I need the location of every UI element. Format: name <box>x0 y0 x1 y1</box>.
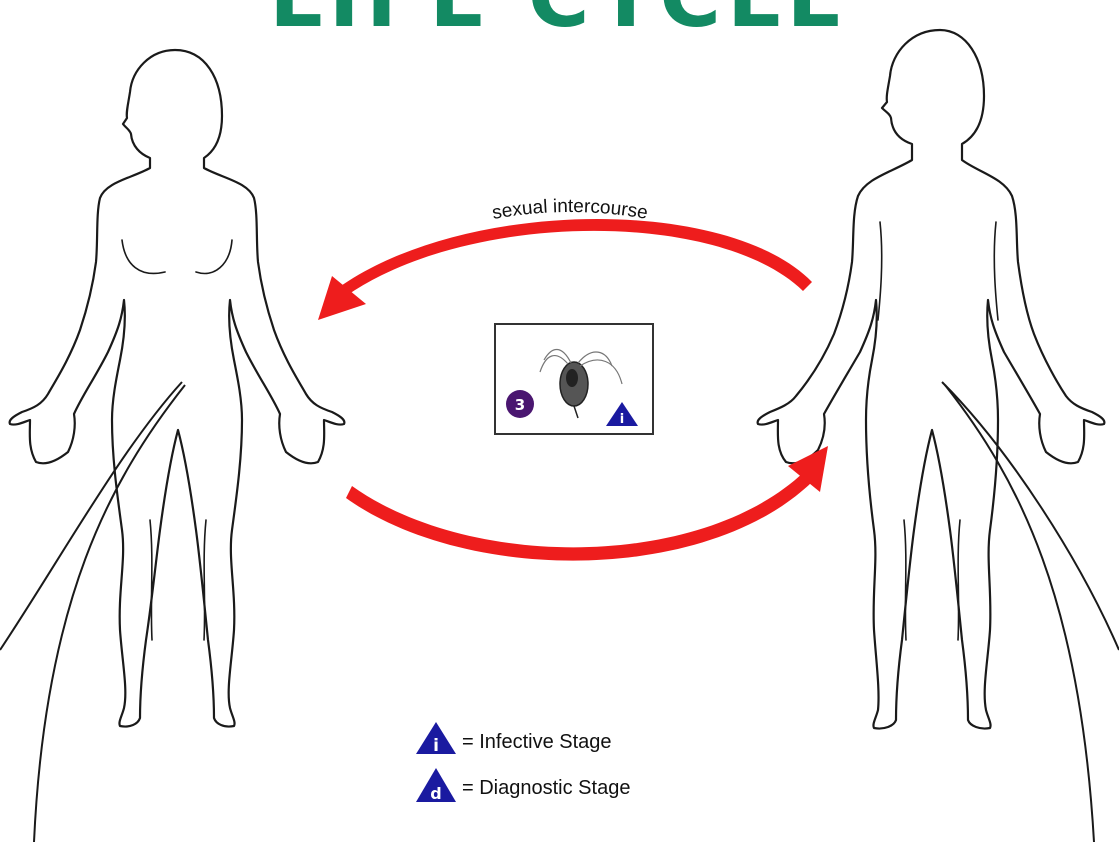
transmission-lines <box>0 382 1119 842</box>
male-chest-line-left <box>878 222 882 320</box>
male-chest-line-right <box>994 222 998 320</box>
legend-diagnostic-text: = Diagnostic Stage <box>462 777 630 799</box>
male-line-inner <box>945 385 1094 842</box>
legend-item-infective: i = Infective Stage <box>416 722 612 756</box>
stage-box: 3 i <box>495 324 653 434</box>
female-breast-line-left <box>122 240 165 273</box>
female-breast-line-right <box>196 240 232 273</box>
legend-infective-letter: i <box>433 736 439 756</box>
female-line-outer <box>0 382 182 650</box>
male-figure-outline <box>758 30 1105 729</box>
legend-item-diagnostic: d = Diagnostic Stage <box>416 768 630 803</box>
infective-stage-marker-letter: i <box>620 412 624 427</box>
legend-diagnostic-letter: d <box>430 784 441 803</box>
arrow-bottom-shaft <box>346 472 812 561</box>
stage-number: 3 <box>515 396 525 414</box>
arrow-bottom <box>346 446 828 561</box>
female-line-inner <box>34 385 185 842</box>
legend-infective-text: = Infective Stage <box>462 731 612 753</box>
legend: i = Infective Stage d = Diagnostic Stage <box>416 722 630 803</box>
arrow-top-shaft <box>338 219 812 296</box>
arrow-top <box>318 219 812 320</box>
male-figure <box>758 30 1105 729</box>
